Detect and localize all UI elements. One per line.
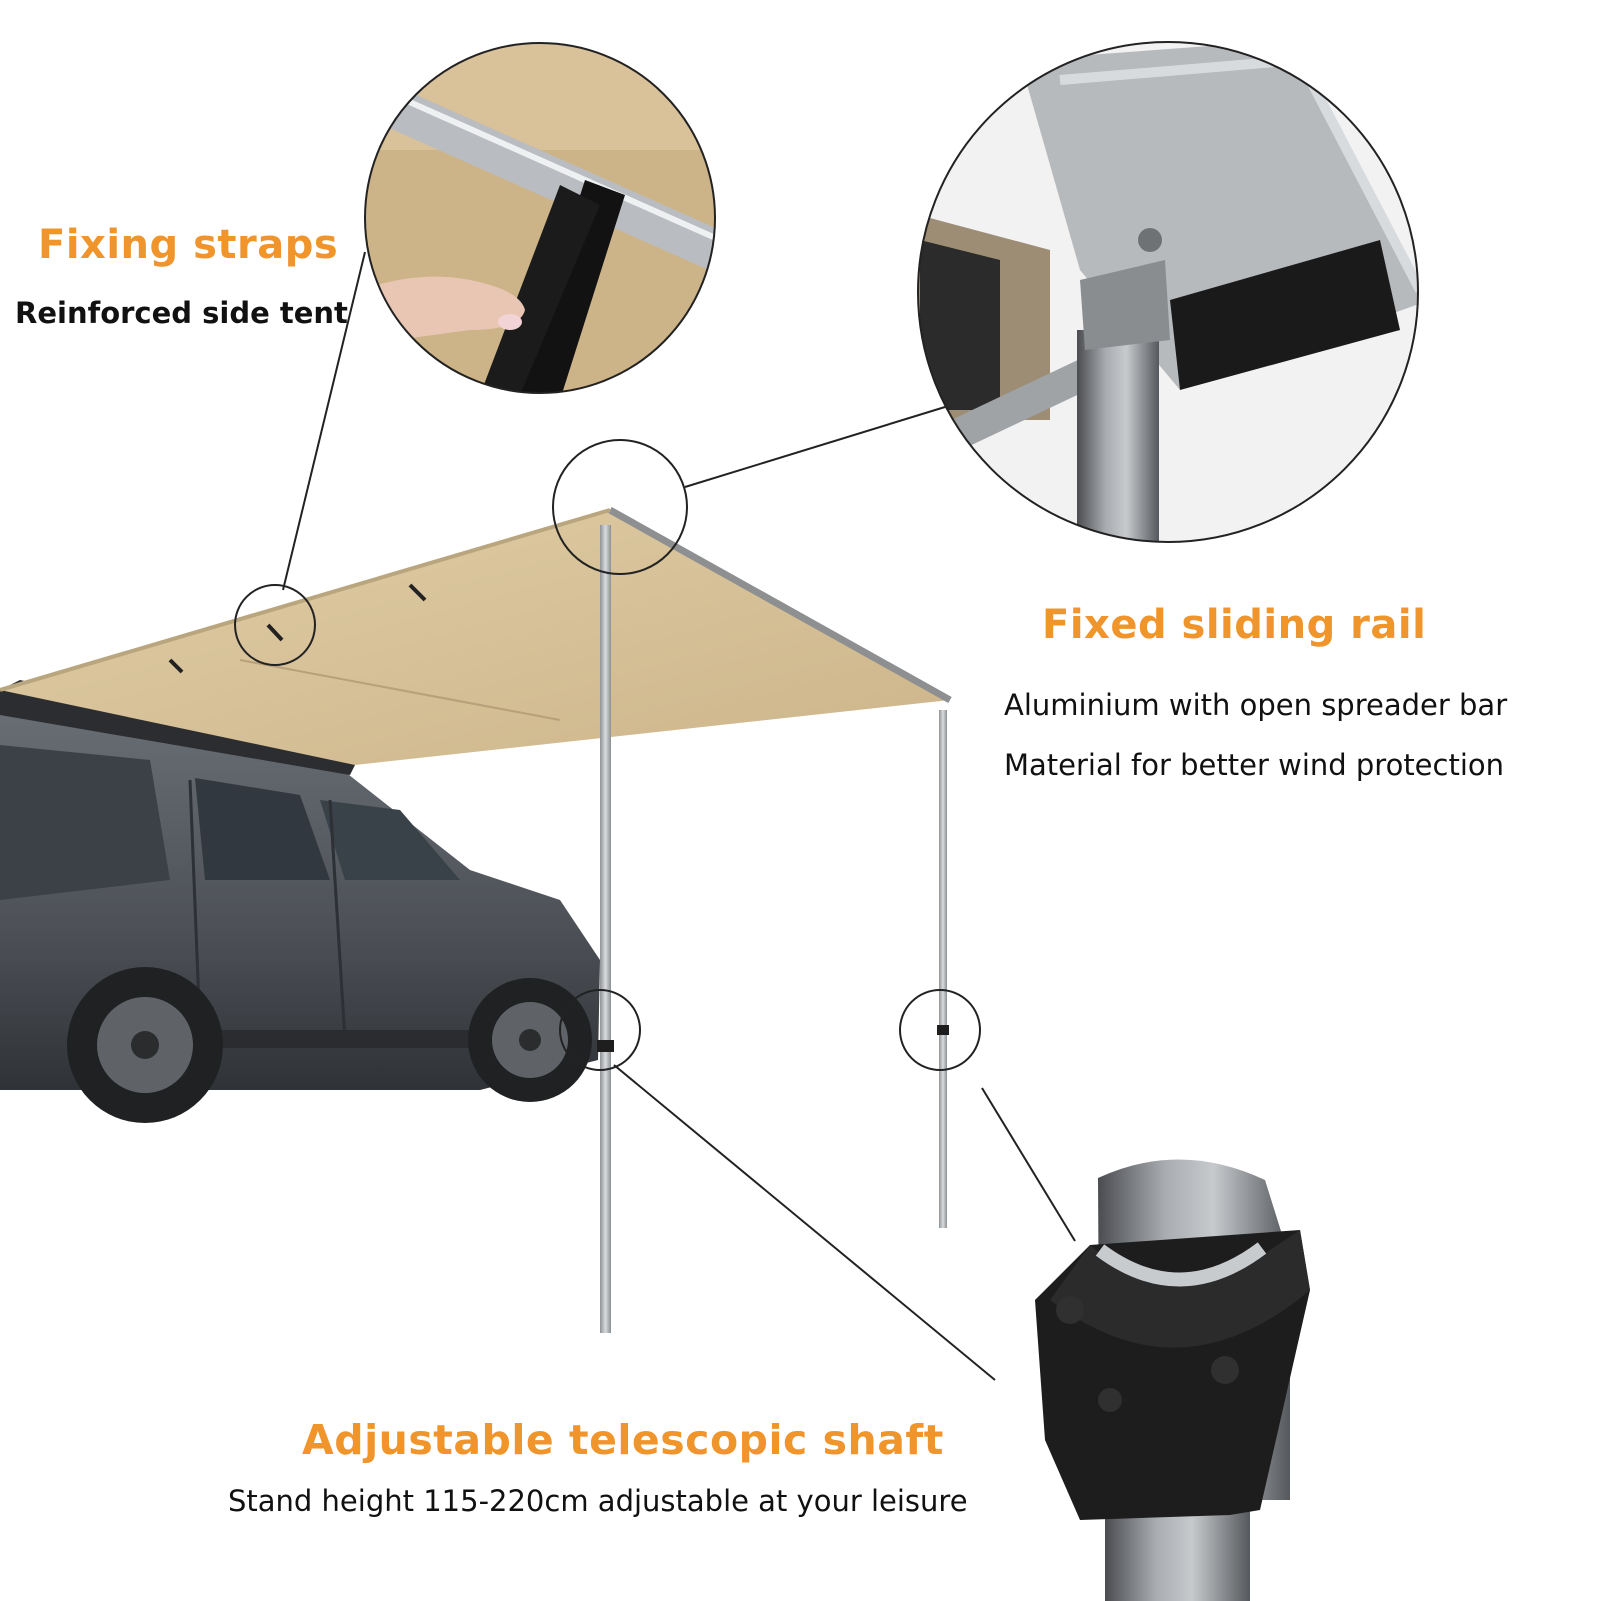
strap-marker-circle [234,584,316,666]
fixing-straps-title: Fixing straps [38,222,339,268]
telescopic-shaft-description: Stand height 115-220cm adjustable at you… [228,1484,968,1518]
rail-bracket-closeup-photo [917,41,1419,543]
fixed-sliding-rail-line-1: Aluminium with open spreader bar [1004,688,1508,722]
fixed-sliding-rail-title: Fixed sliding rail [1042,602,1427,648]
rail-marker-circle [552,439,688,575]
telescopic-shaft-title: Adjustable telescopic shaft [302,1416,944,1464]
shaft-marker-circle-rear [899,989,981,1071]
pole-lock-closeup-photo [1035,1159,1310,1601]
callout-markers [234,251,1076,1381]
shaft-leader-line-rear [981,1087,1076,1242]
strap-leader-line [282,251,366,591]
strap-closeup-photo [364,42,716,394]
rear-pole [939,710,947,1228]
car-awning-photo [0,506,952,1333]
shaft-marker-circle-front [559,989,641,1071]
front-pole [600,525,611,1333]
fixed-sliding-rail-line-2: Material for better wind protection [1004,748,1505,782]
suv-car [0,680,600,1123]
shaft-leader-line-front [613,1064,996,1381]
rail-leader-line [684,406,946,488]
fixing-straps-description: Reinforced side tent [15,296,348,330]
